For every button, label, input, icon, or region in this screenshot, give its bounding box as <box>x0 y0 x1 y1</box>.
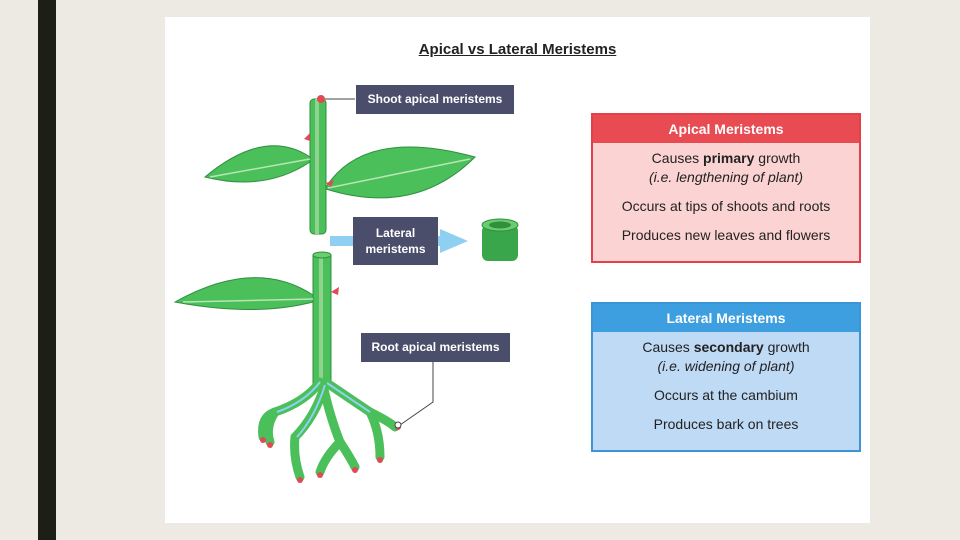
leaf-icon <box>203 145 311 183</box>
apical-line4: Produces new leaves and flowers <box>621 227 831 243</box>
lateral-label-line1: Lateral <box>375 225 416 240</box>
lateral-line1: Causes secondary growth <box>642 339 810 355</box>
lateral-body: Causes secondary growth (i.e. widening o… <box>593 332 859 450</box>
apical-line3: Occurs at tips of shoots and roots <box>621 198 831 214</box>
lateral-meristems-label: Lateral meristems <box>353 217 438 265</box>
apical-line1: Causes primary growth <box>651 150 801 166</box>
lateral-meristems-box: Lateral Meristems Causes secondary growt… <box>591 302 861 452</box>
roots <box>258 377 400 482</box>
lateral-line4: Produces bark on trees <box>653 416 799 432</box>
apical-header: Apical Meristems <box>593 115 859 143</box>
apical-meristems-box: Apical Meristems Causes primary growth (… <box>591 113 861 263</box>
shoot-tip-icon <box>317 95 325 103</box>
lower-stem <box>173 251 339 386</box>
lateral-line3: Occurs at the cambium <box>654 387 798 403</box>
apical-line2: (i.e. lengthening of plant) <box>648 169 804 185</box>
slide-card: Apical vs Lateral Meristems <box>165 17 870 523</box>
root-apical-label: Root apical meristems <box>361 333 510 362</box>
left-accent-bar <box>38 0 56 540</box>
shoot-apical-label: Shoot apical meristems <box>356 85 514 114</box>
lateral-line2: (i.e. widening of plant) <box>657 358 795 374</box>
diagram-title: Apical vs Lateral Meristems <box>418 41 617 58</box>
apical-body: Causes primary growth (i.e. lengthening … <box>593 143 859 261</box>
lateral-header: Lateral Meristems <box>593 304 859 332</box>
lateral-label-line2: meristems <box>365 242 426 256</box>
stem-section-icon <box>481 218 519 261</box>
leaf-icon <box>173 277 314 310</box>
upper-shoot <box>203 95 476 235</box>
